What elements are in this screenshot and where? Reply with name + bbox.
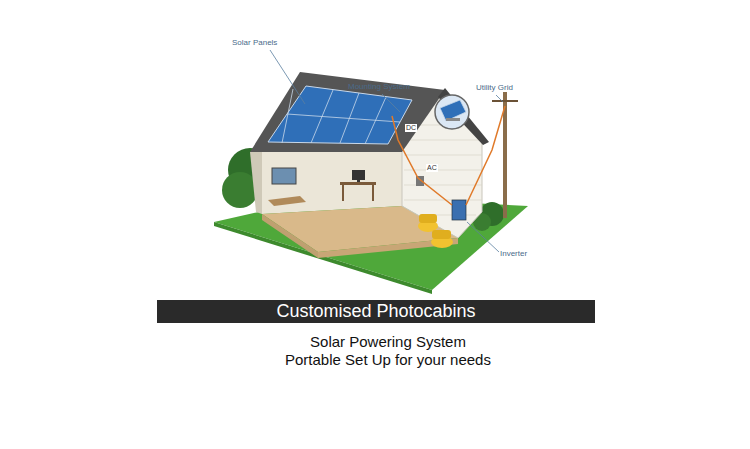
caption-line: Solar Powering System: [310, 333, 466, 350]
band-title: Customised Photocabins: [276, 301, 475, 322]
current-label: AC: [426, 164, 438, 172]
part-label: Inverter: [500, 249, 527, 258]
part-label: Utility Grid: [476, 83, 513, 92]
current-label: DC: [405, 124, 417, 132]
caption-line: Portable Set Up for your needs: [285, 351, 491, 368]
part-label: Mounting System: [348, 82, 410, 91]
title-band: Customised Photocabins: [157, 300, 595, 323]
part-label: Solar Panels: [232, 38, 277, 47]
